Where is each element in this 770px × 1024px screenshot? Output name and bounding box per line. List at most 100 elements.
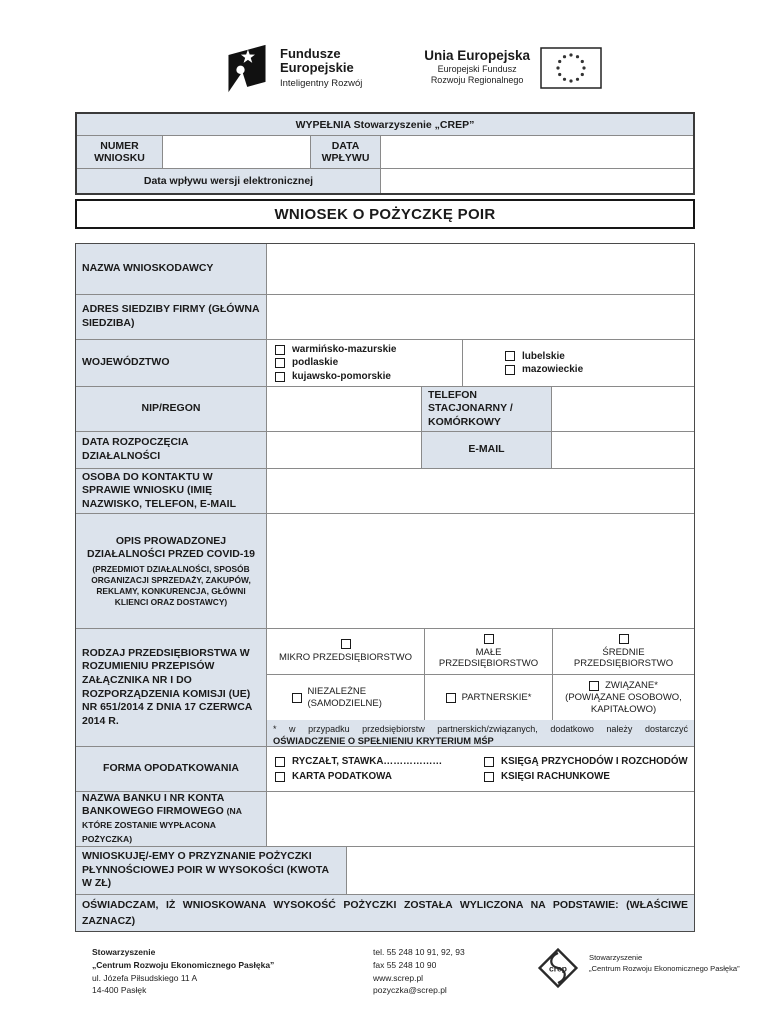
checkbox-lubelskie[interactable] (505, 351, 515, 362)
option-label: ZWIĄZANE* (605, 679, 658, 691)
checkbox-ryczalt[interactable] (275, 756, 285, 767)
intake-header: WYPEŁNIA Stowarzyszenie „CREP” (295, 118, 475, 131)
option-label: ŚREDNIE PRZEDSIĘBIORSTWO (573, 646, 674, 669)
intake-table: WYPEŁNIA Stowarzyszenie „CREP” NUMER WNI… (75, 112, 695, 195)
forma-options: RYCZAŁT, STAWKA……………… KARTA PODATKOWA KS… (266, 747, 694, 791)
eu-line3: Rozwoju Regionalnego (430, 75, 524, 86)
footer-fax: fax 55 248 10 90 (373, 959, 437, 970)
nazwa-wnioskodawcy-label: NAZWA WNIOSKODAWCY (76, 244, 266, 294)
nip-regon-input[interactable] (266, 387, 421, 431)
option-label: NIEZALEŻNE (SAMODZIELNE) (307, 686, 382, 709)
form-title: WNIOSEK O POŻYCZKĘ POIR (75, 199, 695, 229)
footer-logo-text2: „Centrum Rozwoju Ekonomicznego Pasłęka” (589, 964, 740, 974)
eu-line2: Europejski Fundusz (437, 64, 517, 75)
option-male: MAŁE PRZEDSIĘBIORSTWO (424, 629, 552, 674)
wojewodztwo-label: WOJEWÓDZTWO (76, 340, 266, 386)
opis-main: OPIS PROWADZONEJ DZIAŁALNOŚCI PRZED COVI… (86, 534, 255, 561)
option-label: mazowieckie (522, 364, 584, 375)
data-wplywu-label: DATA WPŁYWU (310, 136, 380, 168)
footer-tel: tel. 55 248 10 91, 92, 93 (373, 947, 465, 957)
option-ksiegi-rachunkowe: KSIĘGI RACHUNKOWE (484, 771, 688, 782)
fe-line2: Europejskie (280, 60, 354, 75)
option-mikro: MIKRO PRZEDSIĘBIORSTWO (267, 629, 424, 674)
footer-web[interactable]: www.screp.pl (373, 972, 424, 983)
checkbox-srednie[interactable] (618, 633, 629, 644)
option-label: KARTA PODATKOWA (292, 771, 392, 782)
footer-org-addr2: 14-400 Pasłęk (92, 985, 147, 996)
telefon-label: TELEFON STACJONARNY / KOMÓRKOWY (421, 387, 551, 431)
option-zwiazane: ZWIĄZANE* (POWIĄZANE OSOBOWO, KAPITAŁOWO… (552, 675, 694, 720)
data-rozpoczecia-input[interactable] (266, 432, 421, 468)
fe-flag-icon (228, 44, 266, 93)
checkbox-partnerskie[interactable] (445, 692, 456, 703)
checkbox-niezalezne[interactable] (291, 692, 302, 703)
email-input[interactable] (551, 432, 694, 468)
option-srednie: ŚREDNIE PRZEDSIĘBIORSTWO (552, 629, 694, 674)
fundusze-europejskie-logo: Fundusze Europejskie Inteligentny Rozwój (222, 42, 362, 94)
adres-siedziby-input[interactable] (266, 295, 694, 339)
osoba-kontakt-label: OSOBA DO KONTAKTU W SPRAWIE WNIOSKU (IMI… (76, 469, 266, 513)
rodzaj-options: MIKRO PRZEDSIĘBIORSTWO MAŁE PRZEDSIĘBIOR… (266, 629, 694, 751)
footer-logo-text1: Stowarzyszenie (589, 953, 643, 962)
option-label: KSIĘGI RACHUNKOWE (501, 771, 610, 782)
nip-regon-label: NIP/REGON (76, 387, 266, 431)
option-label: MIKRO PRZEDSIĘBIORSTWO (278, 652, 412, 664)
data-wplywu-input[interactable] (380, 136, 693, 168)
opis-dzialalnosci-label: OPIS PROWADZONEJ DZIAŁALNOŚCI PRZED COVI… (76, 514, 266, 628)
msp-note-bold: OŚWIADCZENIE O SPEŁNIENIU KRYTERIUM MŚP (273, 736, 494, 747)
checkbox-kujawsko-pomorskie[interactable] (275, 371, 285, 382)
data-rozpoczecia-label: DATA ROZPOCZĘCIA DZIAŁALNOŚCI (76, 432, 266, 468)
osoba-kontakt-input[interactable] (266, 469, 694, 513)
forma-opodatkowania-label: FORMA OPODATKOWANIA (76, 747, 266, 791)
footer-org-name1: Stowarzyszenie (92, 947, 156, 957)
footer-org-address: Stowarzyszenie „Centrum Rozwoju Ekonomic… (92, 946, 274, 997)
checkbox-podlaskie[interactable] (275, 358, 285, 368)
bank-label-main: NAZWA BANKU I NR KONTA BANKOWEGO FIRMOWE… (82, 791, 227, 818)
header-logos: Fundusze Europejskie Inteligentny Rozwój… (222, 42, 602, 94)
wnioskuje-label: WNIOSKUJĘ/-EMY O PRZYZNANIE POŻYCZKI PŁY… (76, 847, 346, 894)
main-form-table: NAZWA WNIOSKODAWCY ADRES SIEDZIBY FIRMY … (75, 243, 695, 932)
option-label: podlaskie (292, 357, 339, 369)
eu-flag-icon (540, 47, 602, 89)
kwota-pozyczki-input[interactable] (346, 847, 694, 894)
email-label: E-MAIL (421, 432, 551, 468)
option-label: warmińsko-mazurskie (292, 343, 397, 355)
opis-dzialalnosci-input[interactable] (266, 514, 694, 628)
option-label: lubelskie (522, 350, 565, 362)
checkbox-male[interactable] (483, 633, 494, 644)
adres-siedziby-label: ADRES SIEDZIBY FIRMY (GŁÓWNA SIEDZIBA) (76, 295, 266, 339)
wojewodztwo-group-1: warmińsko-mazurskie podlaskie kujawsko-p… (266, 340, 462, 386)
footer-crep-logo-block: crep Stowarzyszenie „Centrum Rozwoju Eko… (534, 944, 740, 992)
msp-note-text: * w przypadku przedsiębiorstw partnerski… (273, 724, 688, 734)
checkbox-karta-podatkowa[interactable] (275, 771, 285, 782)
checkbox-ksiegi-rachunkowe[interactable] (484, 771, 494, 782)
checkbox-warminsko-mazurskie[interactable] (275, 344, 285, 355)
checkbox-mikro[interactable] (340, 639, 351, 650)
telefon-input[interactable] (551, 387, 694, 431)
nazwa-wnioskodawcy-input[interactable] (266, 244, 694, 294)
footer-logo-text: Stowarzyszenie „Centrum Rozwoju Ekonomic… (589, 952, 740, 975)
nazwa-banku-input[interactable] (266, 792, 694, 846)
option-karta-podatkowa: KARTA PODATKOWA (275, 771, 480, 782)
footer-email[interactable]: pozyczka@screp.pl (373, 985, 447, 996)
numer-wniosku-input[interactable] (162, 136, 310, 168)
checkbox-zwiazane[interactable] (589, 680, 600, 691)
numer-wniosku-label: NUMER WNIOSKU (94, 140, 145, 164)
footer-org-addr1: ul. Józefa Piłsudskiego 11 A (92, 972, 198, 983)
fe-logo-text: Fundusze Europejskie Inteligentny Rozwój (280, 45, 363, 90)
option-ryczalt: RYCZAŁT, STAWKA……………… (275, 756, 480, 767)
checkbox-mazowieckie[interactable] (505, 364, 515, 375)
fe-subtitle: Inteligentny Rozwój (280, 78, 363, 90)
option-label: KSIĘGĄ PRZYCHODÓW I ROZCHODÓW (501, 756, 688, 767)
data-elektroniczna-input[interactable] (380, 169, 693, 193)
option-label: MAŁE PRZEDSIĘBIORSTWO (438, 646, 539, 669)
bank-label-note: (NA KTÓRE ZOSTANIE WYPŁACONA POŻYCZKA) (82, 806, 242, 844)
msp-note: * w przypadku przedsiębiorstw partnerski… (267, 720, 694, 751)
data-elektroniczna-label: Data wpływu wersji elektronicznej (143, 175, 314, 187)
fe-line1: Fundusze (280, 45, 341, 61)
oswiadczam-label: OŚWIADCZAM, IŻ WNIOSKOWANA WYSOKOŚĆ POŻY… (76, 895, 694, 931)
checkbox-ksiega-przychodow[interactable] (484, 756, 494, 767)
option-sublabel: (POWIĄZANE OSOBOWO, KAPITAŁOWO) (565, 692, 682, 715)
wojewodztwo-group-2: lubelskie mazowieckie (462, 340, 694, 386)
